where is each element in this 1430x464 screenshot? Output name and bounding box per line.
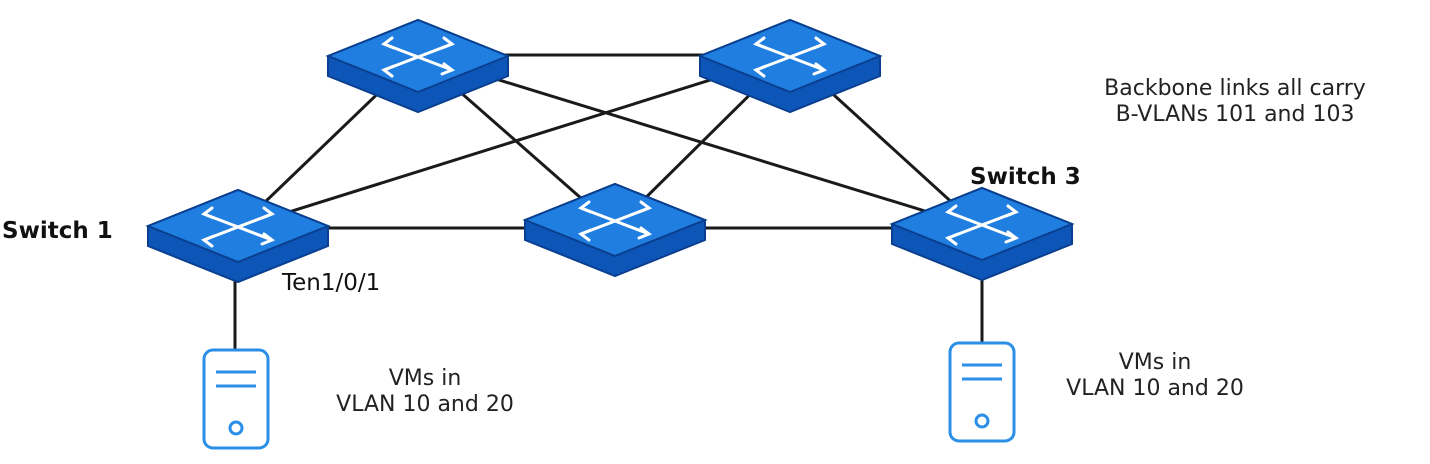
link-top-left-switch3: [417, 53, 981, 230]
port-label: Ten1/0/1: [282, 270, 381, 296]
server-icon: [948, 341, 1016, 443]
network-switch-icon: [523, 182, 707, 278]
link-top-right-switch1: [237, 53, 791, 230]
vms-right-line1: VMs in: [1118, 350, 1192, 375]
network-switch-icon: [698, 18, 882, 114]
network-switch-icon: [326, 18, 510, 114]
backbone-note: Backbone links all carry B-VLANs 101 and…: [1060, 76, 1410, 129]
vms-right-note: VMs in VLAN 10 and 20: [1030, 350, 1280, 403]
switch3-label: Switch 3: [970, 164, 1081, 190]
network-switch-icon: [146, 188, 330, 284]
backbone-note-line1: Backbone links all carry: [1104, 76, 1366, 101]
vms-right-line2: VLAN 10 and 20: [1066, 376, 1244, 402]
backbone-note-line2: B-VLANs 101 and 103: [1115, 102, 1355, 128]
network-switch-icon: [890, 186, 1074, 282]
vms-left-line2: VLAN 10 and 20: [336, 392, 514, 418]
vms-left-note: VMs in VLAN 10 and 20: [300, 366, 550, 419]
switch1-label: Switch 1: [2, 218, 113, 244]
server-icon: [202, 348, 270, 450]
vms-left-line1: VMs in: [388, 366, 462, 391]
